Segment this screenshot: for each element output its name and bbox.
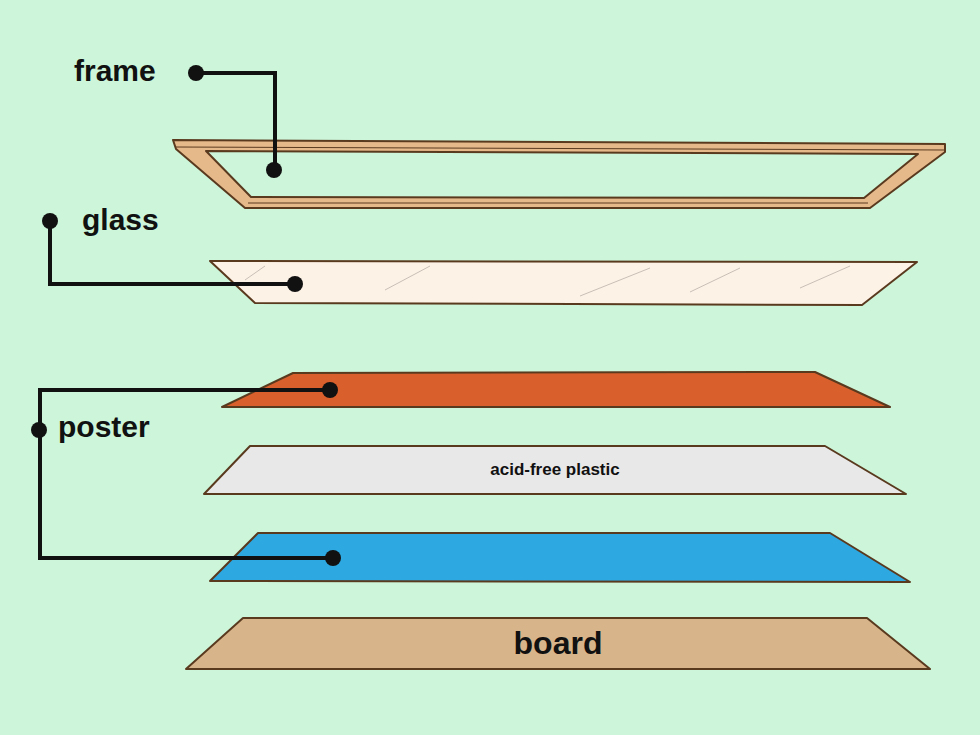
plastic-layer: acid-free plastic [204,446,906,494]
layer-label: board [186,626,930,661]
board-layer: board [186,618,930,669]
part-label: frame [74,56,156,86]
layer-outline [204,446,906,494]
layer-label: acid-free plastic [204,461,906,480]
glass-reflection [245,266,850,296]
glass-layer [210,261,917,305]
frame-edge [248,203,868,204]
layer-outline [186,618,930,669]
poster-layer [222,372,890,407]
frame-edge [175,147,945,150]
part-label: glass [82,205,159,235]
part-label: poster [58,412,150,442]
frame-layer [173,140,945,208]
